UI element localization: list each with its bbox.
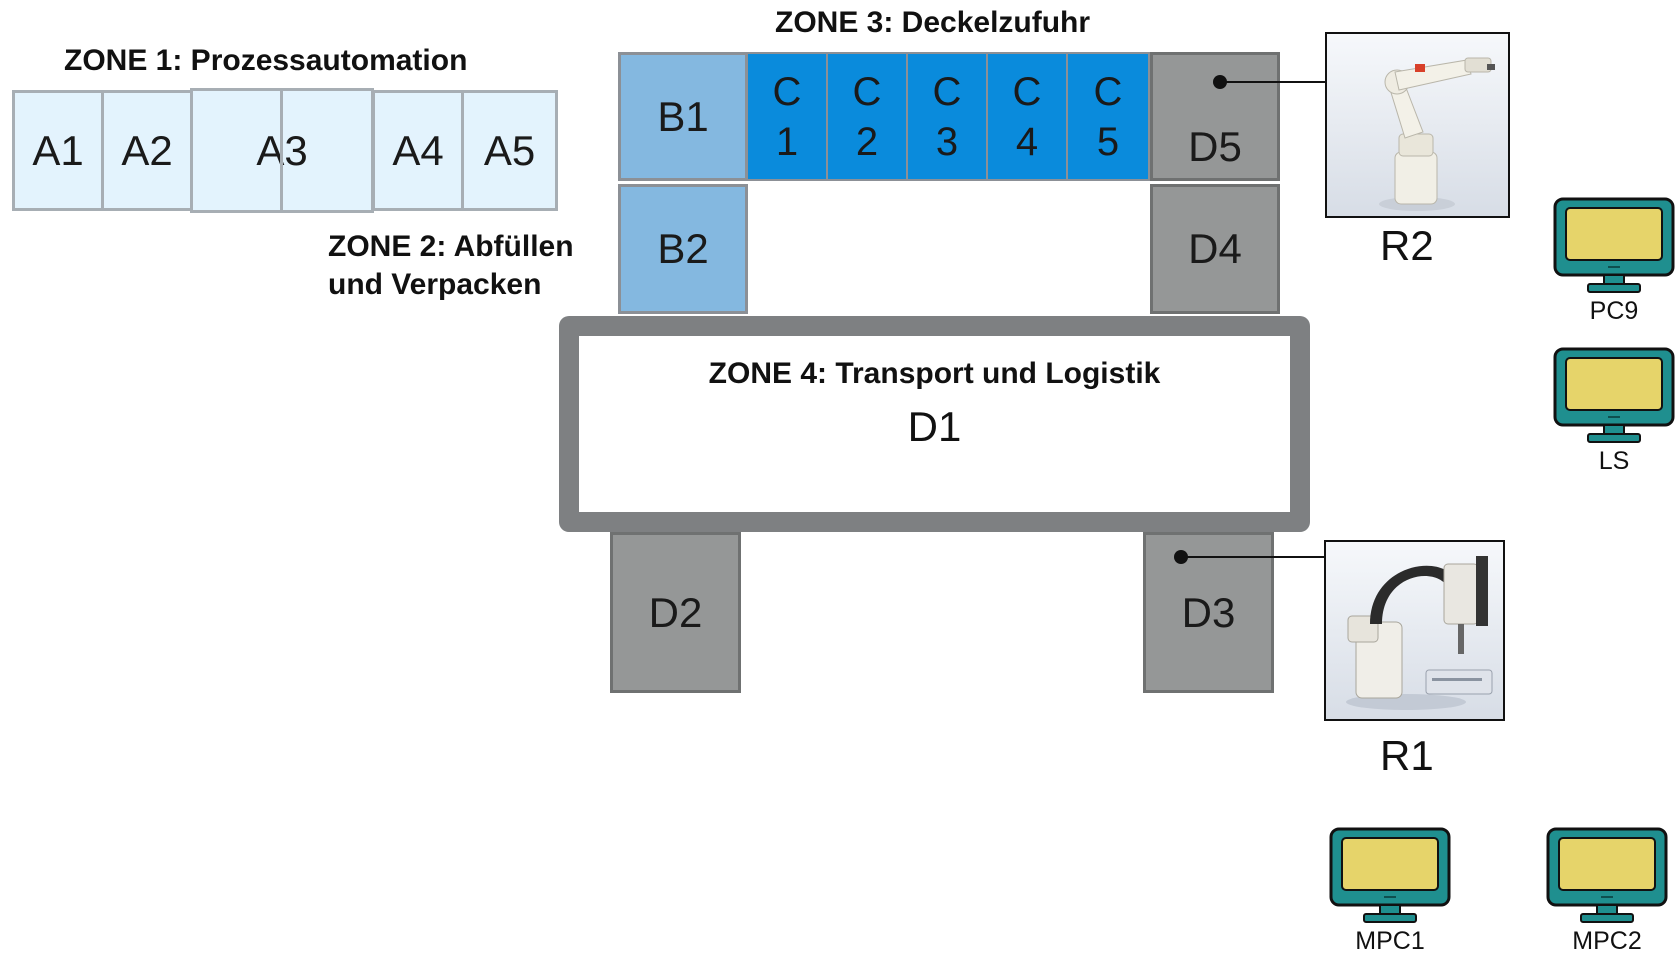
station-a3-divider bbox=[280, 88, 283, 213]
robot-r2-label: R2 bbox=[1380, 222, 1434, 269]
robot-r1-label: R1 bbox=[1380, 732, 1434, 779]
articulated-robot-arm-icon bbox=[1379, 57, 1495, 211]
robot-r2-image[interactable] bbox=[1325, 32, 1510, 218]
monitor-icon bbox=[1329, 827, 1451, 923]
station-b2-label: B2 bbox=[657, 225, 709, 272]
station-c2-letter: C bbox=[852, 69, 882, 114]
station-c3[interactable]: C 3 bbox=[906, 52, 988, 181]
station-c4-letter: C bbox=[1012, 69, 1042, 114]
station-c3-number: 3 bbox=[935, 119, 959, 164]
computer-mpc2[interactable]: MPC2 bbox=[1545, 826, 1669, 958]
zone1-title: ZONE 1: Prozessautomation bbox=[64, 44, 468, 77]
station-a5[interactable]: A5 bbox=[461, 90, 558, 211]
computer-mpc1-label: MPC1 bbox=[1355, 927, 1425, 955]
station-c4[interactable]: C 4 bbox=[986, 52, 1068, 181]
station-d3-label: D3 bbox=[1181, 588, 1236, 636]
robot-r1-image[interactable] bbox=[1324, 540, 1505, 721]
station-c3-letter: C bbox=[932, 69, 962, 114]
zone4-title: ZONE 4: Transport und Logistik bbox=[708, 357, 1161, 390]
station-a2-label: A2 bbox=[121, 126, 173, 174]
station-c5[interactable]: C 5 bbox=[1066, 52, 1150, 181]
station-c1-letter: C bbox=[772, 69, 802, 114]
computer-mpc1[interactable]: MPC1 bbox=[1328, 826, 1452, 958]
zone3-title: ZONE 3: Deckelzufuhr bbox=[775, 6, 1091, 39]
station-c5-letter: C bbox=[1093, 69, 1123, 114]
station-a1[interactable]: A1 bbox=[12, 90, 104, 211]
station-d3[interactable]: D3 bbox=[1143, 532, 1274, 693]
computer-mpc2-label: MPC2 bbox=[1572, 927, 1642, 955]
station-c5-number: 5 bbox=[1096, 119, 1120, 164]
station-c1[interactable]: C 1 bbox=[746, 52, 828, 181]
station-d5-label: D5 bbox=[1188, 123, 1242, 170]
scara-robot-icon bbox=[1346, 556, 1493, 710]
station-a1-label: A1 bbox=[32, 126, 84, 174]
zone2-title-line1: ZONE 2: Abfüllen bbox=[328, 230, 574, 263]
station-d2[interactable]: D2 bbox=[610, 532, 741, 693]
connector-line-d5-r2 bbox=[1220, 81, 1326, 83]
station-a2[interactable]: A2 bbox=[101, 90, 193, 211]
station-a4-label: A4 bbox=[392, 126, 444, 174]
station-a5-label: A5 bbox=[483, 126, 536, 174]
station-c1-number: 1 bbox=[775, 119, 799, 164]
station-b2[interactable]: B2 bbox=[618, 184, 748, 314]
station-d4[interactable]: D4 bbox=[1150, 184, 1280, 314]
monitor-icon bbox=[1553, 197, 1675, 293]
station-d4-label: D4 bbox=[1188, 225, 1242, 272]
computer-pc9-label: PC9 bbox=[1589, 297, 1639, 325]
station-c4-number: 4 bbox=[1015, 119, 1039, 164]
station-d5[interactable]: D5 bbox=[1150, 52, 1280, 181]
monitor-icon bbox=[1546, 827, 1668, 923]
zone2-title-line2: und Verpacken bbox=[328, 268, 542, 301]
monitor-icon bbox=[1553, 347, 1675, 443]
station-a4[interactable]: A4 bbox=[372, 90, 464, 211]
computer-ls[interactable]: LS bbox=[1552, 346, 1676, 478]
computer-ls-label: LS bbox=[1598, 447, 1630, 475]
computer-pc9[interactable]: PC9 bbox=[1552, 196, 1676, 328]
station-d2-label: D2 bbox=[648, 588, 703, 636]
connector-line-d3-r1 bbox=[1181, 556, 1325, 558]
station-c2[interactable]: C 2 bbox=[826, 52, 908, 181]
zone4-frame-d1[interactable]: ZONE 4: Transport und Logistik D1 bbox=[559, 316, 1310, 532]
station-d1-label: D1 bbox=[907, 403, 962, 450]
station-b1-label: B1 bbox=[657, 92, 709, 140]
station-c2-number: 2 bbox=[855, 119, 879, 164]
station-b1[interactable]: B1 bbox=[618, 52, 748, 181]
